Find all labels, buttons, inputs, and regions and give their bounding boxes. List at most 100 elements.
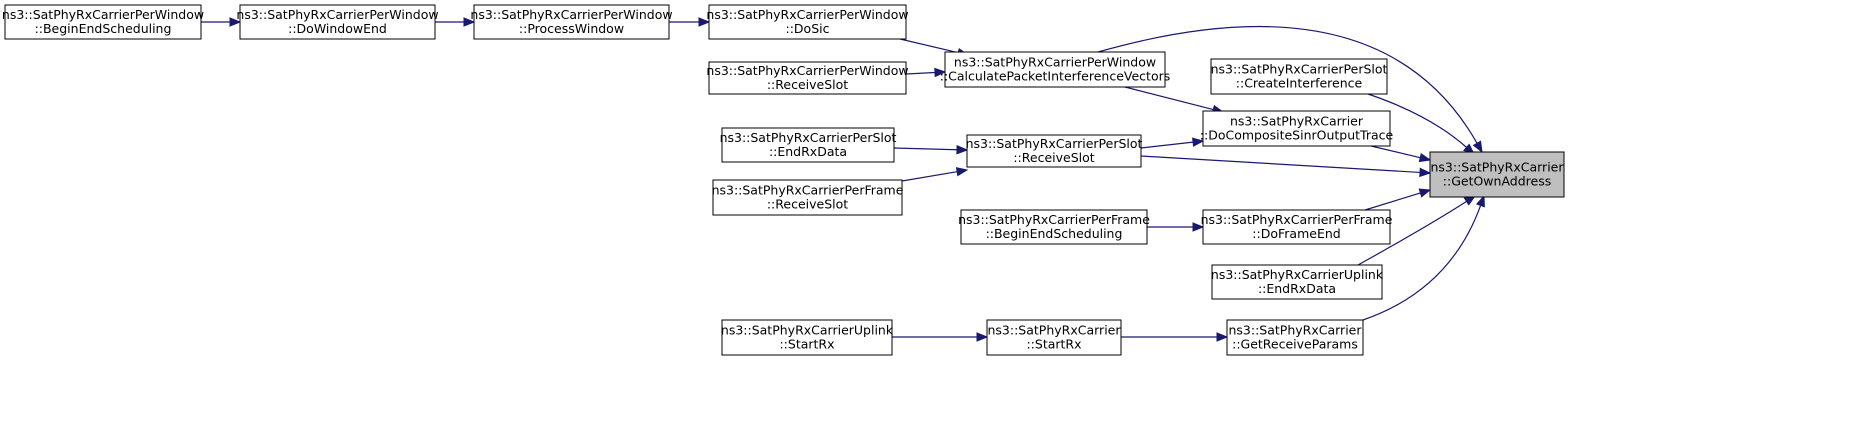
node-box [721, 319, 893, 356]
arrowhead-icon [1192, 222, 1205, 232]
edge-line [1140, 141, 1194, 149]
node-n11[interactable]: ns3::SatPhyRxCarrierPerFrame::ReceiveSlo… [712, 179, 904, 216]
arrowhead-icon [1418, 152, 1432, 163]
edge-n15-to-n16 [892, 332, 989, 342]
node-method-label: ::DoCompositeSinrOutputTrace [1200, 128, 1394, 143]
node-method-label: ::DoWindowEnd [288, 21, 387, 36]
node-method-label: ::BeginEndScheduling [986, 226, 1123, 241]
arrowhead-icon [934, 67, 947, 78]
arrowhead-icon [229, 17, 242, 27]
arrowhead-icon [955, 167, 969, 177]
node-n12[interactable]: ns3::SatPhyRxCarrierPerFrame::BeginEndSc… [958, 209, 1150, 245]
node-n18[interactable]: ns3::SatPhyRxCarrier::GetOwnAddress [1429, 151, 1565, 198]
node-box [4, 4, 202, 40]
edge-n5-to-n6 [905, 67, 947, 78]
edge-n13-to-n18 [1364, 188, 1432, 211]
edge-line [1140, 155, 1421, 174]
node-box [1211, 264, 1383, 300]
arrowhead-icon [463, 17, 476, 27]
node-n14[interactable]: ns3::SatPhyRxCarrierUplink::EndRxData [1211, 264, 1384, 300]
edge-n2-to-n3 [435, 17, 476, 27]
node-box [712, 179, 903, 216]
node-n17[interactable]: ns3::SatPhyRxCarrier::GetReceiveParams [1226, 319, 1364, 356]
node-method-label: ::ReceiveSlot [767, 197, 848, 212]
edge-n9-to-n10 [893, 144, 969, 155]
node-class-label: ns3::SatPhyRxCarrierPerSlot [966, 136, 1143, 151]
node-n5[interactable]: ns3::SatPhyRxCarrierPerWindow::ReceiveSl… [706, 61, 909, 95]
node-n6[interactable]: ns3::SatPhyRxCarrierPerWindow::Calculate… [940, 51, 1171, 88]
edge-line [1357, 200, 1467, 266]
node-n9[interactable]: ns3::SatPhyRxCarrierPerSlot::EndRxData [720, 127, 897, 163]
edge-n6-to-n18 [1097, 25, 1483, 154]
node-class-label: ns3::SatPhyRxCarrierPerWindow [2, 7, 204, 22]
node-class-label: ns3::SatPhyRxCarrier [988, 323, 1122, 338]
node-n16[interactable]: ns3::SatPhyRxCarrier::StartRx [986, 319, 1122, 356]
node-class-label: ns3::SatPhyRxCarrierUplink [721, 323, 894, 338]
arrowhead-icon [1419, 167, 1432, 178]
node-method-label: ::ReceiveSlot [767, 77, 848, 92]
node-box [966, 134, 1142, 168]
edge-n12-to-n13 [1147, 222, 1205, 232]
arrowhead-icon [1216, 332, 1229, 342]
arrowhead-icon [698, 17, 711, 27]
node-box [960, 209, 1148, 245]
edge-n10-to-n8 [1140, 137, 1205, 149]
edge-line [893, 147, 958, 151]
edge-n1-to-n2 [201, 17, 242, 27]
call-nodes: ns3::SatPhyRxCarrierPerWindow::BeginEndS… [2, 4, 1565, 356]
edge-line [1097, 25, 1478, 144]
edge-line [905, 71, 936, 75]
node-box [1429, 151, 1565, 198]
node-method-label: ::BeginEndScheduling [35, 21, 172, 36]
node-box [1202, 209, 1391, 245]
arrowhead-icon [976, 332, 989, 342]
node-n4[interactable]: ns3::SatPhyRxCarrierPerWindow::DoSic [706, 4, 909, 40]
node-box [944, 51, 1166, 88]
edge-n8-to-n18 [1370, 145, 1432, 163]
node-method-label: ::EndRxData [1258, 281, 1336, 296]
arrowhead-icon [1418, 188, 1432, 198]
node-method-label: ::CalculatePacketInterferenceVectors [940, 69, 1171, 84]
node-box [986, 319, 1122, 356]
node-method-label: ::GetOwnAddress [1443, 174, 1551, 189]
node-class-label: ns3::SatPhyRxCarrier [1230, 114, 1364, 129]
node-class-label: ns3::SatPhyRxCarrier [1431, 160, 1565, 175]
node-class-label: ns3::SatPhyRxCarrierUplink [1211, 267, 1384, 282]
node-n2[interactable]: ns3::SatPhyRxCarrierPerWindow::DoWindowE… [236, 4, 439, 40]
node-method-label: ::ReceiveSlot [1013, 150, 1094, 165]
node-n13[interactable]: ns3::SatPhyRxCarrierPerFrame::DoFrameEnd [1201, 209, 1393, 245]
edge-n3-to-n4 [669, 17, 711, 27]
node-n3[interactable]: ns3::SatPhyRxCarrierPerWindow::ProcessWi… [470, 4, 673, 40]
node-class-label: ns3::SatPhyRxCarrierPerWindow [236, 7, 438, 22]
node-n1[interactable]: ns3::SatPhyRxCarrierPerWindow::BeginEndS… [2, 4, 204, 40]
node-method-label: ::CreateInterference [1236, 76, 1363, 91]
edge-line [899, 38, 959, 54]
node-box [1226, 319, 1364, 356]
edge-n17-to-n18 [1362, 194, 1485, 321]
node-class-label: ns3::SatPhyRxCarrierPerSlot [720, 130, 897, 145]
node-class-label: ns3::SatPhyRxCarrierPerWindow [470, 7, 672, 22]
node-box [708, 61, 907, 95]
edge-n16-to-n17 [1121, 332, 1229, 342]
node-class-label: ns3::SatPhyRxCarrierPerFrame [1201, 212, 1393, 227]
edge-line [1370, 145, 1421, 159]
node-n10[interactable]: ns3::SatPhyRxCarrierPerSlot::ReceiveSlot [966, 134, 1143, 168]
node-box [1202, 110, 1391, 147]
node-box [708, 4, 907, 40]
node-class-label: ns3::SatPhyRxCarrierPerSlot [1211, 62, 1388, 77]
node-box [239, 4, 436, 40]
edge-line [1362, 205, 1482, 321]
edge-n6-to-n8 [1124, 86, 1225, 114]
node-method-label: ::ProcessWindow [519, 21, 624, 36]
node-n8[interactable]: ns3::SatPhyRxCarrier::DoCompositeSinrOut… [1200, 110, 1394, 147]
node-method-label: ::DoFrameEnd [1252, 226, 1340, 241]
node-box [721, 127, 895, 163]
node-class-label: ns3::SatPhyRxCarrierPerFrame [958, 212, 1150, 227]
node-method-label: ::GetReceiveParams [1232, 337, 1358, 352]
node-n15[interactable]: ns3::SatPhyRxCarrierUplink::StartRx [721, 319, 894, 356]
arrowhead-icon [1475, 194, 1485, 208]
node-n7[interactable]: ns3::SatPhyRxCarrierPerSlot::CreateInter… [1210, 58, 1388, 95]
edge-n10-to-n18 [1140, 155, 1432, 178]
node-class-label: ns3::SatPhyRxCarrierPerFrame [712, 183, 904, 198]
edge-line [1124, 86, 1214, 111]
